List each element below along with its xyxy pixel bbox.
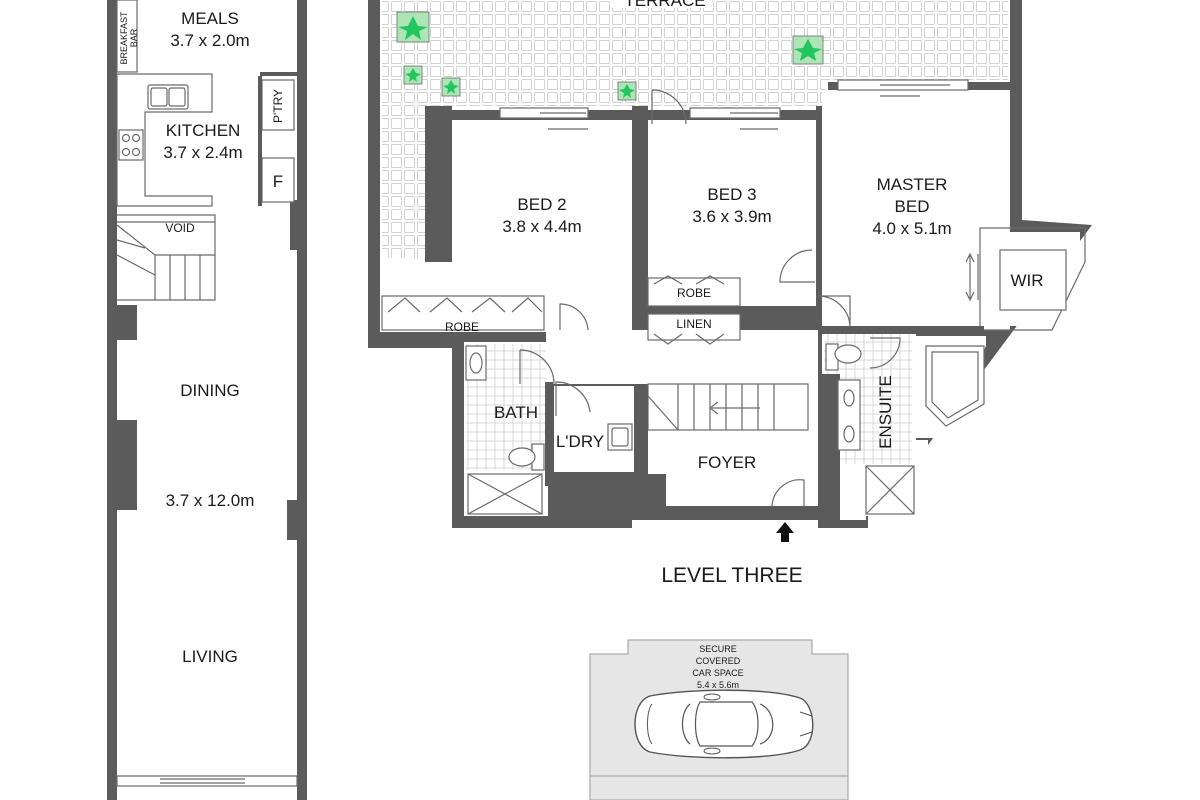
- master-label-2: BED: [895, 197, 930, 216]
- car-space: SECURE COVERED CAR SPACE 5.4 x 5.6m: [589, 639, 849, 800]
- wall: [632, 474, 666, 506]
- pantry-cupboard: [261, 79, 295, 131]
- master-label: MASTER: [877, 175, 948, 194]
- bed3-robe: [647, 275, 741, 307]
- left-plan-floor: [117, 0, 297, 800]
- living-label: LIVING: [182, 647, 238, 666]
- car-space-label-2: COVERED: [696, 656, 741, 666]
- breakfast-bar: [116, 0, 138, 73]
- bath-door: [519, 349, 555, 385]
- basin-icon: [837, 379, 861, 451]
- meals-size: 3.7 x 2.0m: [170, 31, 249, 50]
- bed3-door: [779, 249, 815, 283]
- basin-icon: [465, 345, 487, 381]
- linen-label: LINEN: [676, 317, 711, 331]
- sink-icon: [147, 84, 189, 110]
- bathtub-icon: [925, 345, 985, 427]
- laundry-label: L'DRY: [556, 432, 604, 451]
- pantry-label: P'TRY: [271, 89, 285, 123]
- entry-arrow-icon: [776, 522, 794, 542]
- cooktop-icon: [118, 129, 144, 161]
- left-plan: MEALS 3.7 x 2.0m BREAKFAST BAR P'TRY KIT…: [107, 0, 307, 800]
- plant-icon: [617, 81, 637, 101]
- laundry-door: [555, 381, 591, 416]
- living-size: 3.7 x 12.0m: [166, 491, 255, 510]
- toilet-icon: [508, 443, 545, 471]
- bed3-label: BED 3: [707, 185, 756, 204]
- terrace-tiles: [382, 0, 1008, 258]
- car-space-size: 5.4 x 5.6m: [697, 680, 739, 690]
- breakfast-bar-label-2: BAR: [129, 28, 139, 47]
- kitchen-size: 3.7 x 2.4m: [163, 143, 242, 162]
- foyer-stairs: [647, 383, 809, 431]
- wall: [260, 72, 297, 76]
- dining-label: DINING: [180, 381, 240, 400]
- breakfast-bar-label: BREAKFAST: [119, 11, 129, 65]
- void-label: VOID: [165, 221, 195, 235]
- front-door: [771, 479, 805, 507]
- terrace-windows: [499, 79, 969, 130]
- master-floor: [822, 90, 1010, 330]
- master-size: 4.0 x 5.1m: [872, 219, 951, 238]
- bath-label: BATH: [494, 403, 538, 422]
- level-title: LEVEL THREE: [661, 564, 802, 587]
- bed3-size: 3.6 x 3.9m: [692, 207, 771, 226]
- terrace-label-bg: [612, 0, 712, 8]
- bed2-robe-label: ROBE: [445, 320, 479, 334]
- wall-pier: [290, 200, 297, 250]
- wir-sliding-arrows: [965, 252, 975, 302]
- shower-icon: [467, 473, 543, 515]
- wall: [545, 472, 633, 486]
- wall-pier: [107, 305, 137, 340]
- car-space-label-1: SECURE: [699, 644, 737, 654]
- car-icon: [634, 689, 814, 759]
- wall-pier: [107, 420, 137, 510]
- bed2-label: BED 2: [517, 195, 566, 214]
- plant-icon: [403, 65, 423, 85]
- fridge-label: F: [273, 172, 283, 191]
- toilet-icon: [825, 343, 862, 371]
- linen-cupboard: [647, 313, 741, 345]
- master-door: [817, 295, 851, 327]
- wall: [816, 106, 822, 326]
- bed3-robe-label: ROBE: [677, 286, 711, 300]
- ensuite-door: [869, 337, 901, 369]
- wall: [822, 374, 840, 520]
- bed2-size: 3.8 x 4.4m: [502, 217, 581, 236]
- wall: [818, 326, 918, 334]
- plant-icon: [792, 35, 824, 65]
- bed3-floor: [648, 120, 820, 306]
- void-stairs: [116, 214, 216, 301]
- wir-shelf: [999, 249, 1067, 311]
- bed2-robe: [381, 295, 545, 331]
- laundry-tub-icon: [607, 423, 633, 451]
- terrace-label: TERRACE: [624, 0, 705, 10]
- car-space-label-3: CAR SPACE: [692, 668, 743, 678]
- shower-icon: [865, 465, 915, 515]
- plant-icon: [441, 77, 461, 97]
- meals-label: MEALS: [181, 9, 239, 28]
- wall: [918, 326, 984, 334]
- balcony-tiles: [120, 788, 294, 800]
- wall: [425, 106, 452, 262]
- fridge-space: [261, 157, 295, 203]
- right-plan: TERRACE BED 2 3.8 x 4.4m BED 3 3.6 x 3.9…: [368, 0, 1092, 587]
- plant-icon: [396, 11, 430, 43]
- wall: [258, 76, 262, 206]
- wall-pier: [287, 500, 307, 540]
- living-window: [116, 775, 298, 787]
- bed2-door: [559, 303, 589, 331]
- terrace-door: [651, 89, 687, 125]
- kitchen-label: KITCHEN: [166, 121, 241, 140]
- wall: [632, 106, 648, 332]
- ensuite-label: ENSUITE: [876, 375, 895, 449]
- wall: [545, 382, 553, 472]
- wir-label: WIR: [1010, 271, 1043, 290]
- wir-wall: [979, 227, 1086, 331]
- foyer-label: FOYER: [698, 453, 757, 472]
